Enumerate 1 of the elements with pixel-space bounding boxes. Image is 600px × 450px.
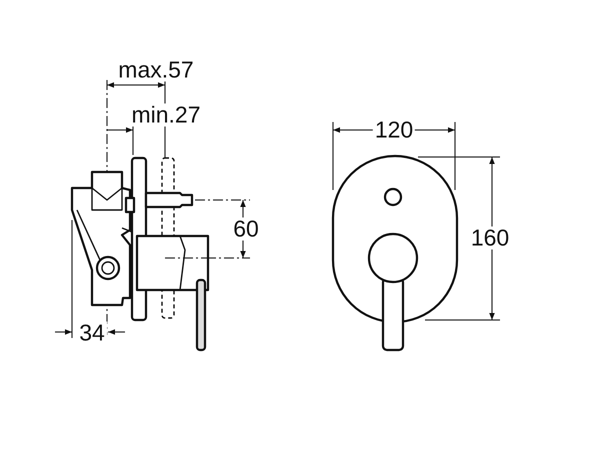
dimension-label: 60 xyxy=(231,218,261,240)
